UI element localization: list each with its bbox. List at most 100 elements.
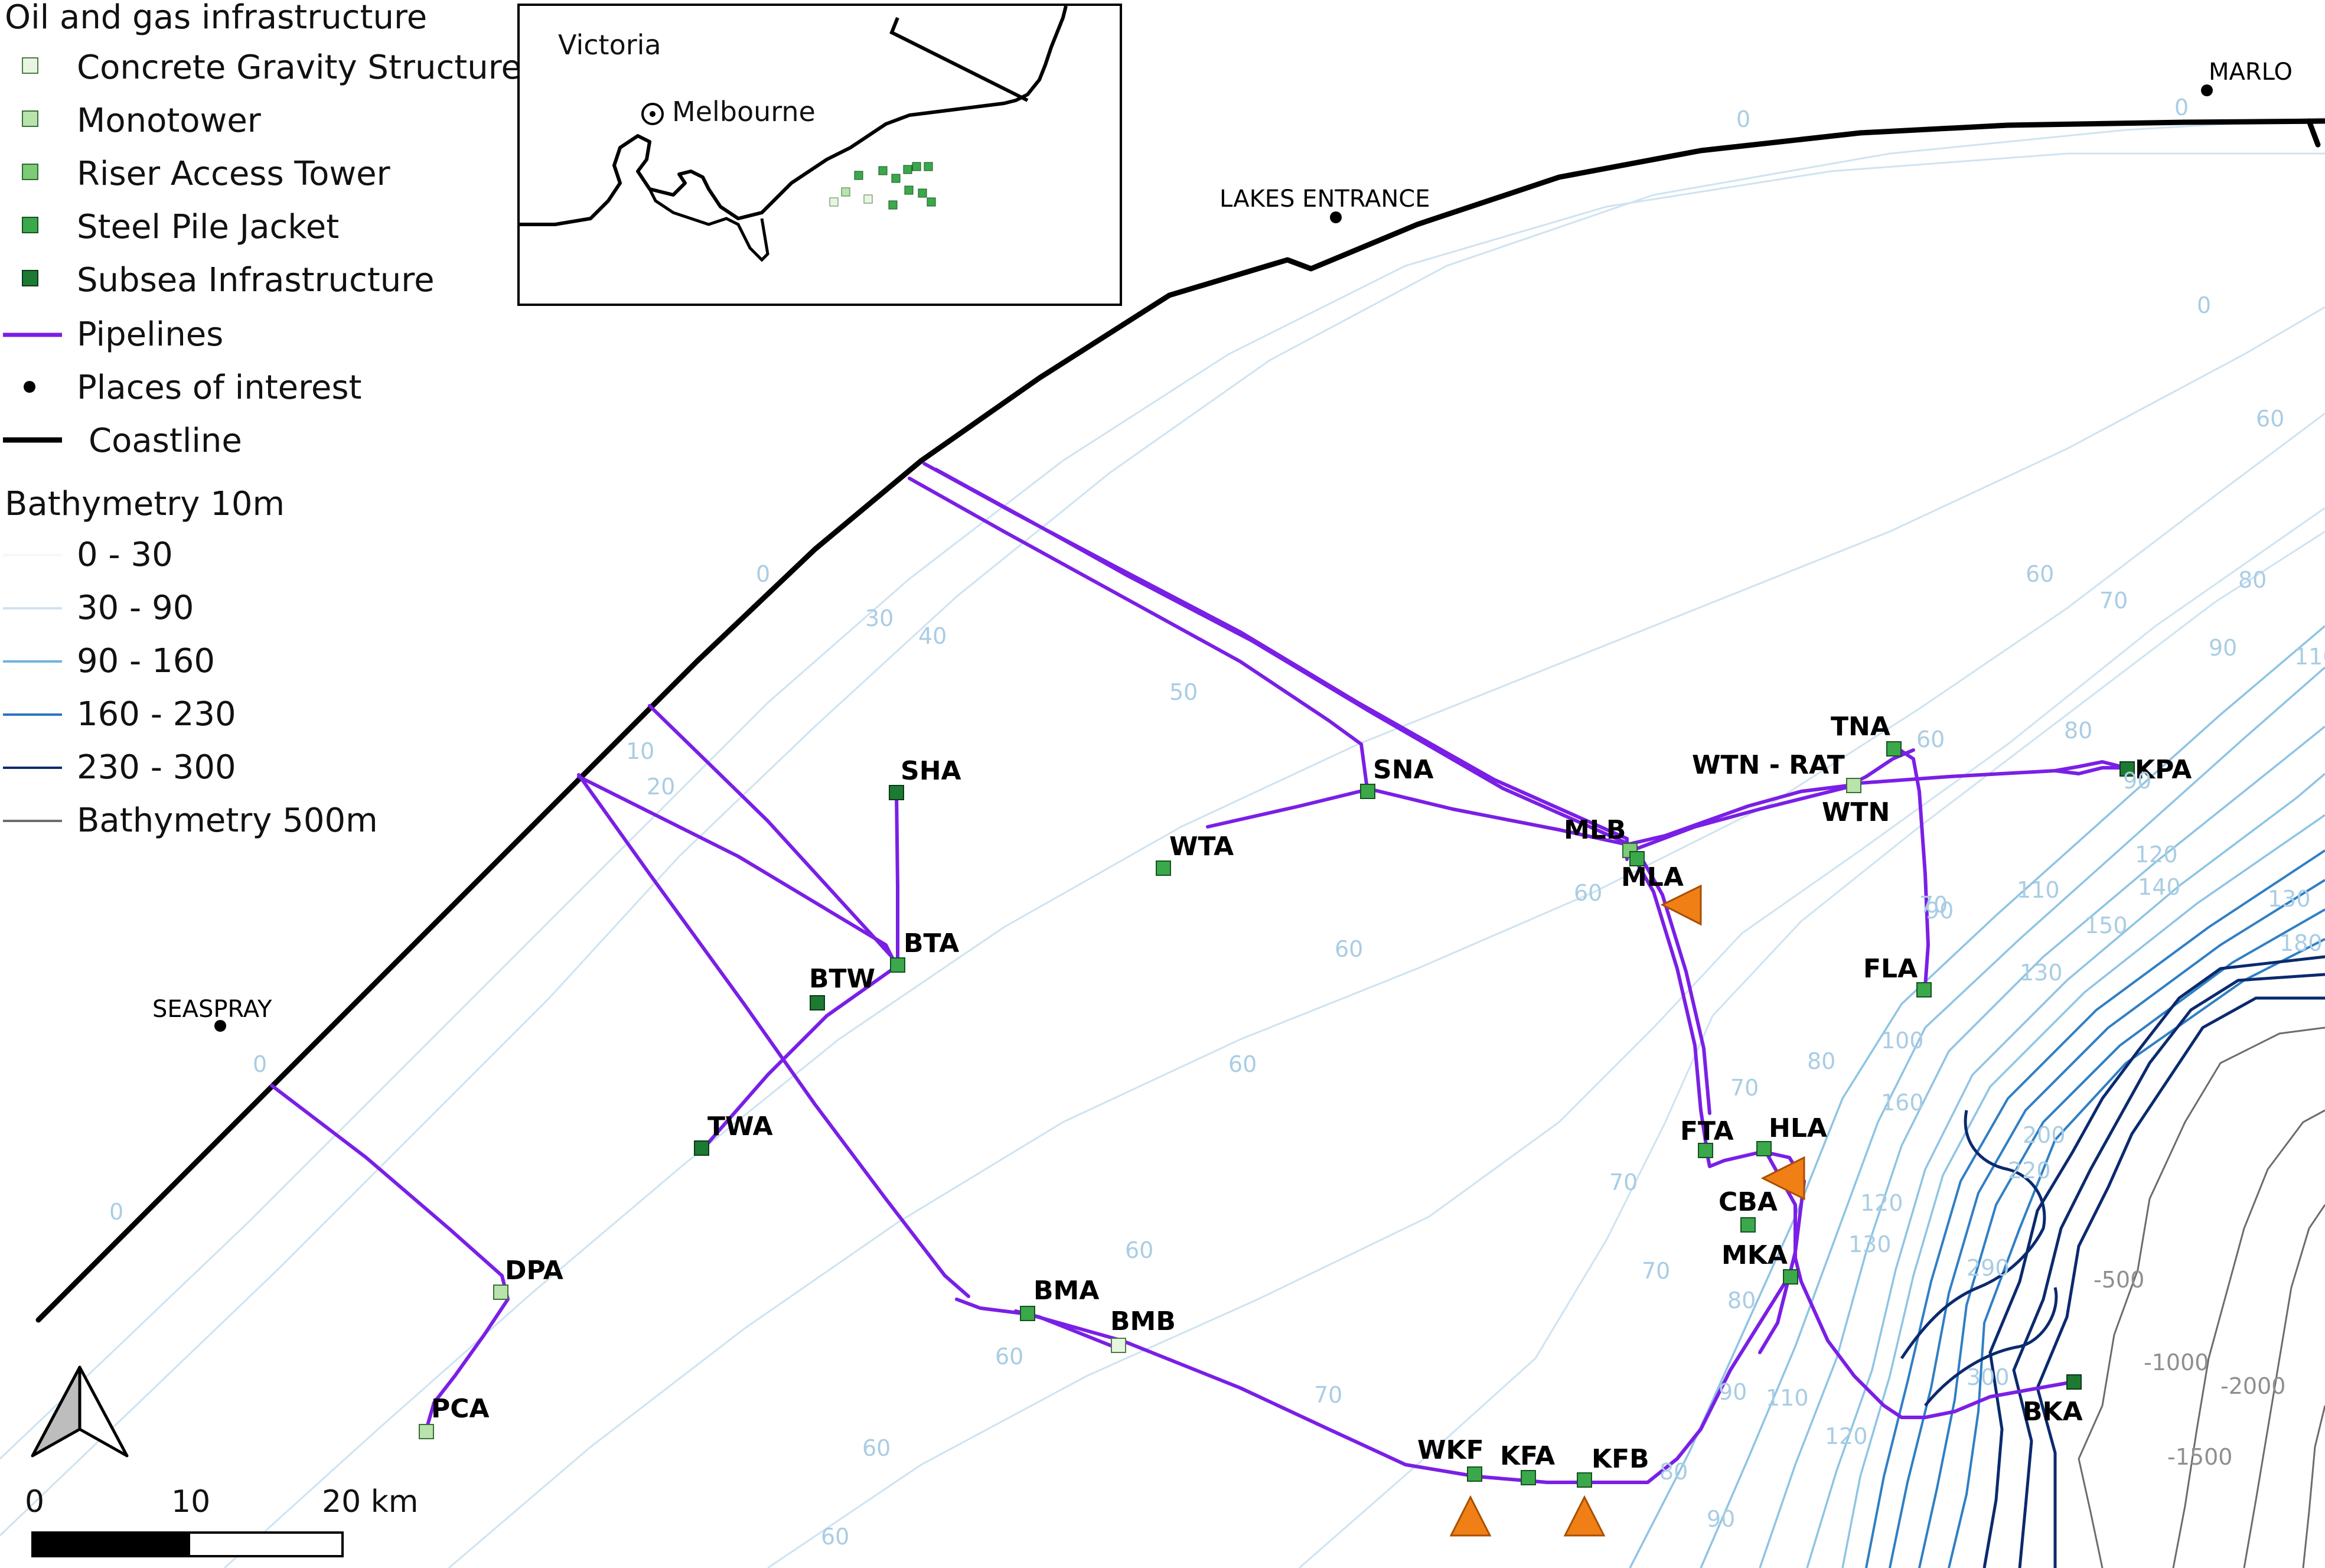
contour-label: 160 [1881,1090,1924,1116]
site-marker-BMB [1111,1338,1126,1353]
site-marker-KFB [1577,1472,1592,1488]
legend-label-subsea-infrastructure: Subsea Infrastructure [77,261,435,299]
site-label-KPA: KPA [2135,755,2192,785]
pipeline [2053,766,2128,775]
site-label-WTA: WTA [1169,832,1234,862]
legend-swatch-steel-pile-jacket [22,217,38,233]
site-label-TWA: TWA [707,1111,773,1142]
legend-label-concrete-gravity-structure: Concrete Gravity Structure [77,48,521,87]
scale-bar-light-segment [188,1531,344,1557]
triangle-marker [1760,1156,1805,1201]
site-marker-KFA [1521,1470,1536,1485]
contour-label: 120 [1825,1423,1868,1449]
contour-label: 0 [2197,292,2211,318]
contour-label: 0 [1736,106,1750,132]
pipeline [1894,745,1930,988]
inset-label-melbourne: Melbourne [672,96,816,128]
pipeline [1622,784,1856,855]
site-marker-BMA [1020,1306,1035,1321]
contour-label: 60 [821,1524,849,1550]
triangle-marker [1660,884,1702,926]
contour-label: 200 [2023,1122,2066,1148]
pipeline [577,773,970,1298]
site-marker-TNA [1886,741,1902,757]
triangle-markers [1449,884,1805,1537]
contour-label: 60 [2026,561,2054,587]
contour-label: 120 [2135,842,2178,868]
contour-label: 80 [2238,567,2267,593]
contour-label: 90 [1707,1506,1735,1532]
contour-label: 20 [647,774,675,800]
pipeline [1764,1150,2075,1419]
contour-label: 0 [253,1051,267,1077]
contour-label: 70 [1919,892,1948,918]
legend-label-riser-access-tower: Riser Access Tower [77,155,391,193]
pipeline [704,964,899,1148]
contour-label: 110 [2017,877,2060,903]
pipeline [577,775,899,970]
pipeline [934,468,1632,846]
contour-label: -2000 [2220,1373,2285,1399]
site-label-PCA: PCA [431,1394,490,1424]
scale-bar: 0 10 20 km [25,1484,418,1557]
site-label-SNA: SNA [1373,755,1434,785]
scale-bar-label-0: 0 [25,1484,44,1520]
contour-label: 140 [2138,874,2181,900]
site-label-MLA: MLA [1621,862,1684,892]
pipeline [1705,1150,1806,1354]
legend-swatch-places [24,381,35,393]
contour-label: 60 [1228,1051,1257,1077]
pipeline [1850,760,2128,785]
site-marker-MKA [1783,1269,1798,1285]
site-marker-WTN [1846,778,1861,793]
legend-swatch-riser-access-tower [22,164,38,180]
legend-swatch-subsea-infrastructure [22,270,38,286]
contour-label: 90 [2123,768,2151,794]
contour-label: 40 [918,623,947,649]
contour-label: -1500 [2167,1444,2232,1470]
contour-label: 60 [995,1344,1023,1370]
contour-label: 300 [1967,1364,2010,1390]
contour-label: 70 [1642,1258,1670,1284]
legend-swatch-monotower [22,110,38,127]
legend-label-bathy: 160 - 230 [77,695,236,734]
contour-label: 60 [1916,726,1945,752]
contour-label: 90 [1925,898,1954,924]
contour-label: 110 [2294,644,2325,670]
contour-label: 130 [2020,960,2063,986]
scale-bar-label-20-km: 20 km [322,1484,418,1520]
place-label-seaspray: SEASPRAY [152,996,272,1023]
infrastructure-sites: SHA BTA BTW TWA SNA WTA MLB MLA WTN WTN … [419,712,2192,1488]
contour-label: 120 [1860,1190,1903,1216]
contour-label: 290 [1967,1255,2010,1281]
scale-bar-label-10: 10 [171,1484,210,1520]
site-marker-MLA [1629,851,1645,866]
contour-label: 60 [862,1435,891,1461]
inset-site-marker [903,165,912,174]
contour-label: 0 [756,561,770,587]
north-arrow-icon [31,1365,129,1458]
site-label-BMB: BMB [1110,1306,1176,1336]
contour-label: 60 [1335,936,1363,962]
site-label-BKA: BKA [2023,1397,2083,1427]
place-label-marlo: MARLO [2209,58,2293,86]
scale-bar-dark-segment [31,1531,190,1557]
site-marker-BTW [810,995,825,1010]
site-marker-FLA [1916,982,1932,997]
legend-label-pipelines: Pipelines [77,315,223,354]
place-dot [2201,84,2213,96]
site-marker-BTA [890,957,905,973]
contour-label: 70 [1609,1169,1638,1195]
inset-site-marker [924,162,933,171]
site-label-TNA: TNA [1831,712,1890,742]
contour-label: 70 [2099,588,2128,614]
site-label-BTW: BTW [809,964,875,994]
contour-label: 80 [1727,1287,1756,1313]
site-label-CBA: CBA [1719,1187,1778,1217]
pipeline [1625,748,1915,846]
inset-state-border [889,17,1029,102]
site-label-SHA: SHA [901,756,961,786]
site-marker-KPA [2119,761,2135,777]
site-marker-WTA [1156,860,1171,876]
